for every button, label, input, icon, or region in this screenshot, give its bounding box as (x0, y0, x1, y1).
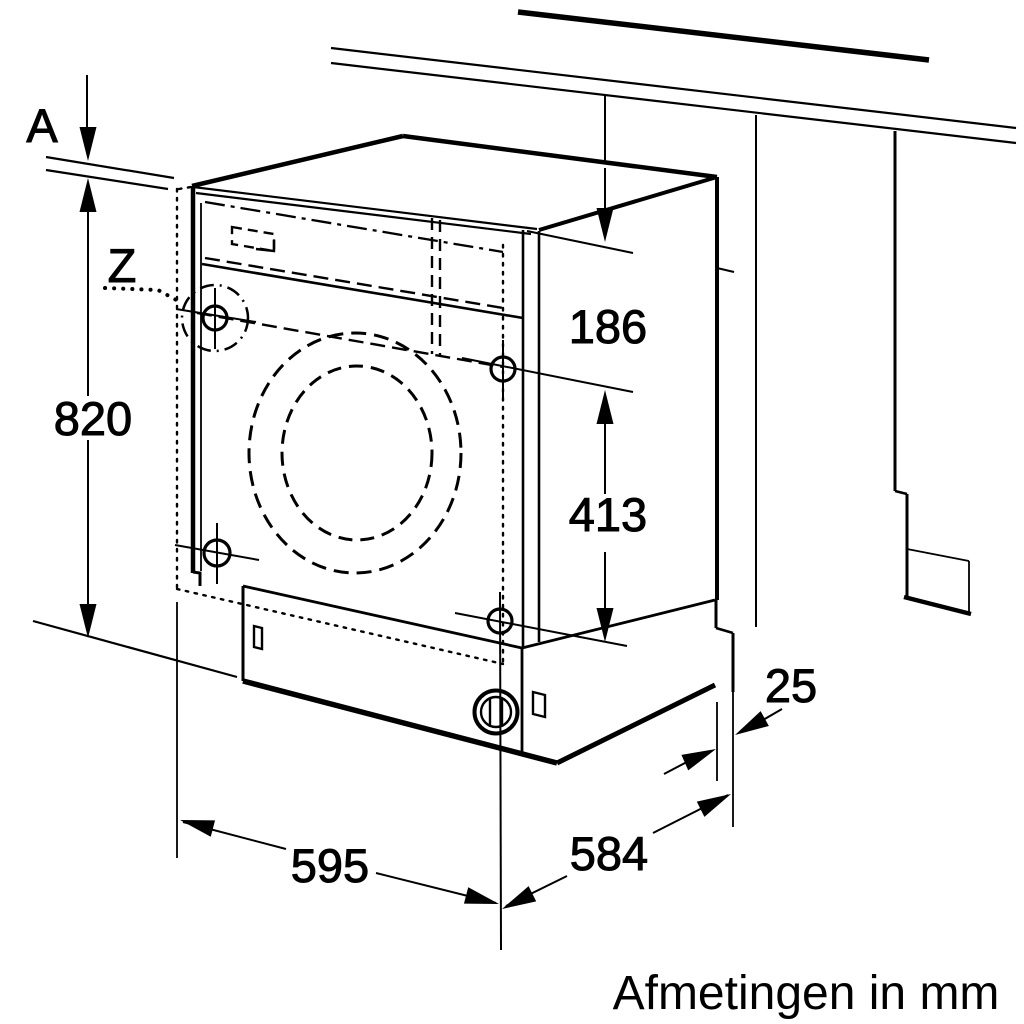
washing-machine (174, 133, 735, 951)
worktop-line-lower (330, 61, 1017, 145)
dim-595-line-left (182, 821, 287, 850)
dim-413-label: 413 (569, 488, 647, 541)
z-leader-dotted (103, 286, 182, 304)
dim-820: 820 (53, 206, 133, 638)
arrow-up-right-icon (696, 794, 731, 817)
machine-top-face (191, 133, 718, 236)
panel-step (894, 489, 908, 496)
door-frame-bottom-dashed (196, 311, 504, 369)
arrow-up-right-icon (681, 749, 716, 771)
machine-front-face (190, 186, 541, 648)
arrow-up-icon (79, 178, 97, 212)
dim-a: A (26, 75, 97, 212)
detail-z-label: Z (108, 239, 137, 292)
dim-595-label: 595 (291, 839, 369, 892)
dim-186-tick (526, 230, 634, 254)
worktop-right (330, 9, 1017, 145)
filter-cap (472, 688, 520, 736)
dim-820-label: 820 (54, 392, 132, 445)
mounting-hole-bottom-left (174, 523, 260, 584)
hole-axis-v-extension (499, 591, 502, 951)
dimensions: A 820 Z 186 (26, 75, 818, 909)
mounting-holes (174, 288, 634, 951)
worktop-front-edge (517, 9, 930, 63)
panel-bottom-dashed (204, 256, 504, 310)
side-cabinet-panel (755, 115, 972, 627)
display-window-dashed (230, 225, 276, 253)
top-front-edge-outer (192, 185, 538, 231)
drum-outer-circle (247, 331, 463, 575)
dim-a-label: A (26, 99, 58, 152)
plinth-bottom-edge (242, 678, 558, 766)
panel-bottom-edge (201, 262, 524, 320)
dim-186: 186 (526, 96, 648, 354)
top-back-edge (402, 133, 718, 180)
panel-plinth-bottom (903, 594, 972, 617)
mounting-hole-bottom-right (454, 591, 628, 951)
dim-595: 595 (176, 602, 499, 904)
worktop-line-upper (330, 46, 1017, 130)
dim-584: 584 (502, 794, 731, 909)
hole-axis-h-extended (454, 612, 628, 647)
arrow-up-icon (596, 390, 614, 424)
display-window-bracket (255, 240, 276, 253)
arrow-left-icon (180, 820, 216, 837)
filter-cap-outer (472, 688, 520, 736)
dim-25-label: 25 (765, 659, 817, 712)
z-detail-circle (180, 283, 250, 353)
caption: Afmetingen in mm (613, 967, 1000, 1020)
mounting-hole-top-right (461, 340, 634, 398)
side-plinth-recess-top (521, 598, 716, 650)
dim-413: 413 (568, 390, 648, 642)
dim-584-line-left (505, 875, 568, 907)
door-dotted-bottom (175, 587, 505, 666)
top-front-edge-inner (195, 191, 532, 236)
dim-186-label: 186 (569, 300, 647, 353)
floor-line (32, 619, 238, 679)
side-bottom-edge (555, 682, 717, 766)
plinth (241, 584, 558, 766)
top-right-edge (538, 175, 718, 232)
vent-slot-right (531, 690, 547, 719)
plinth-top-edge (242, 584, 523, 650)
arrow-down-left-icon (735, 711, 769, 735)
panel-top-dashdot (204, 200, 504, 254)
arrow-right-icon (463, 887, 499, 904)
machine-side-back (521, 177, 735, 827)
hole-axis-h-extended (461, 357, 634, 393)
left-slab-top (45, 155, 175, 180)
back-edge-jog (715, 626, 734, 635)
front-left-bottom-step (192, 570, 202, 586)
arrow-down-icon (596, 608, 614, 642)
top-left-edge (191, 133, 404, 189)
arrow-down-icon (79, 604, 97, 638)
vent-slot-left (252, 624, 264, 651)
panel-plinth-top (906, 548, 970, 562)
worktop-left (45, 155, 175, 191)
door-dotted-stub (177, 185, 193, 191)
filter-cap-inner (479, 695, 513, 729)
drum-door-circles (247, 331, 463, 575)
arrow-down-icon (596, 208, 614, 242)
dim-25: 25 (663, 659, 818, 775)
dim-584-label: 584 (570, 827, 648, 880)
worktop-tick (716, 267, 735, 273)
drum-inner-circle (280, 364, 434, 542)
left-slab-bottom (45, 168, 169, 191)
arrow-down-icon (79, 127, 97, 161)
detail-z: Z (103, 239, 182, 304)
furniture-door-outline (175, 185, 505, 666)
mounting-hole-top-left (175, 288, 257, 349)
